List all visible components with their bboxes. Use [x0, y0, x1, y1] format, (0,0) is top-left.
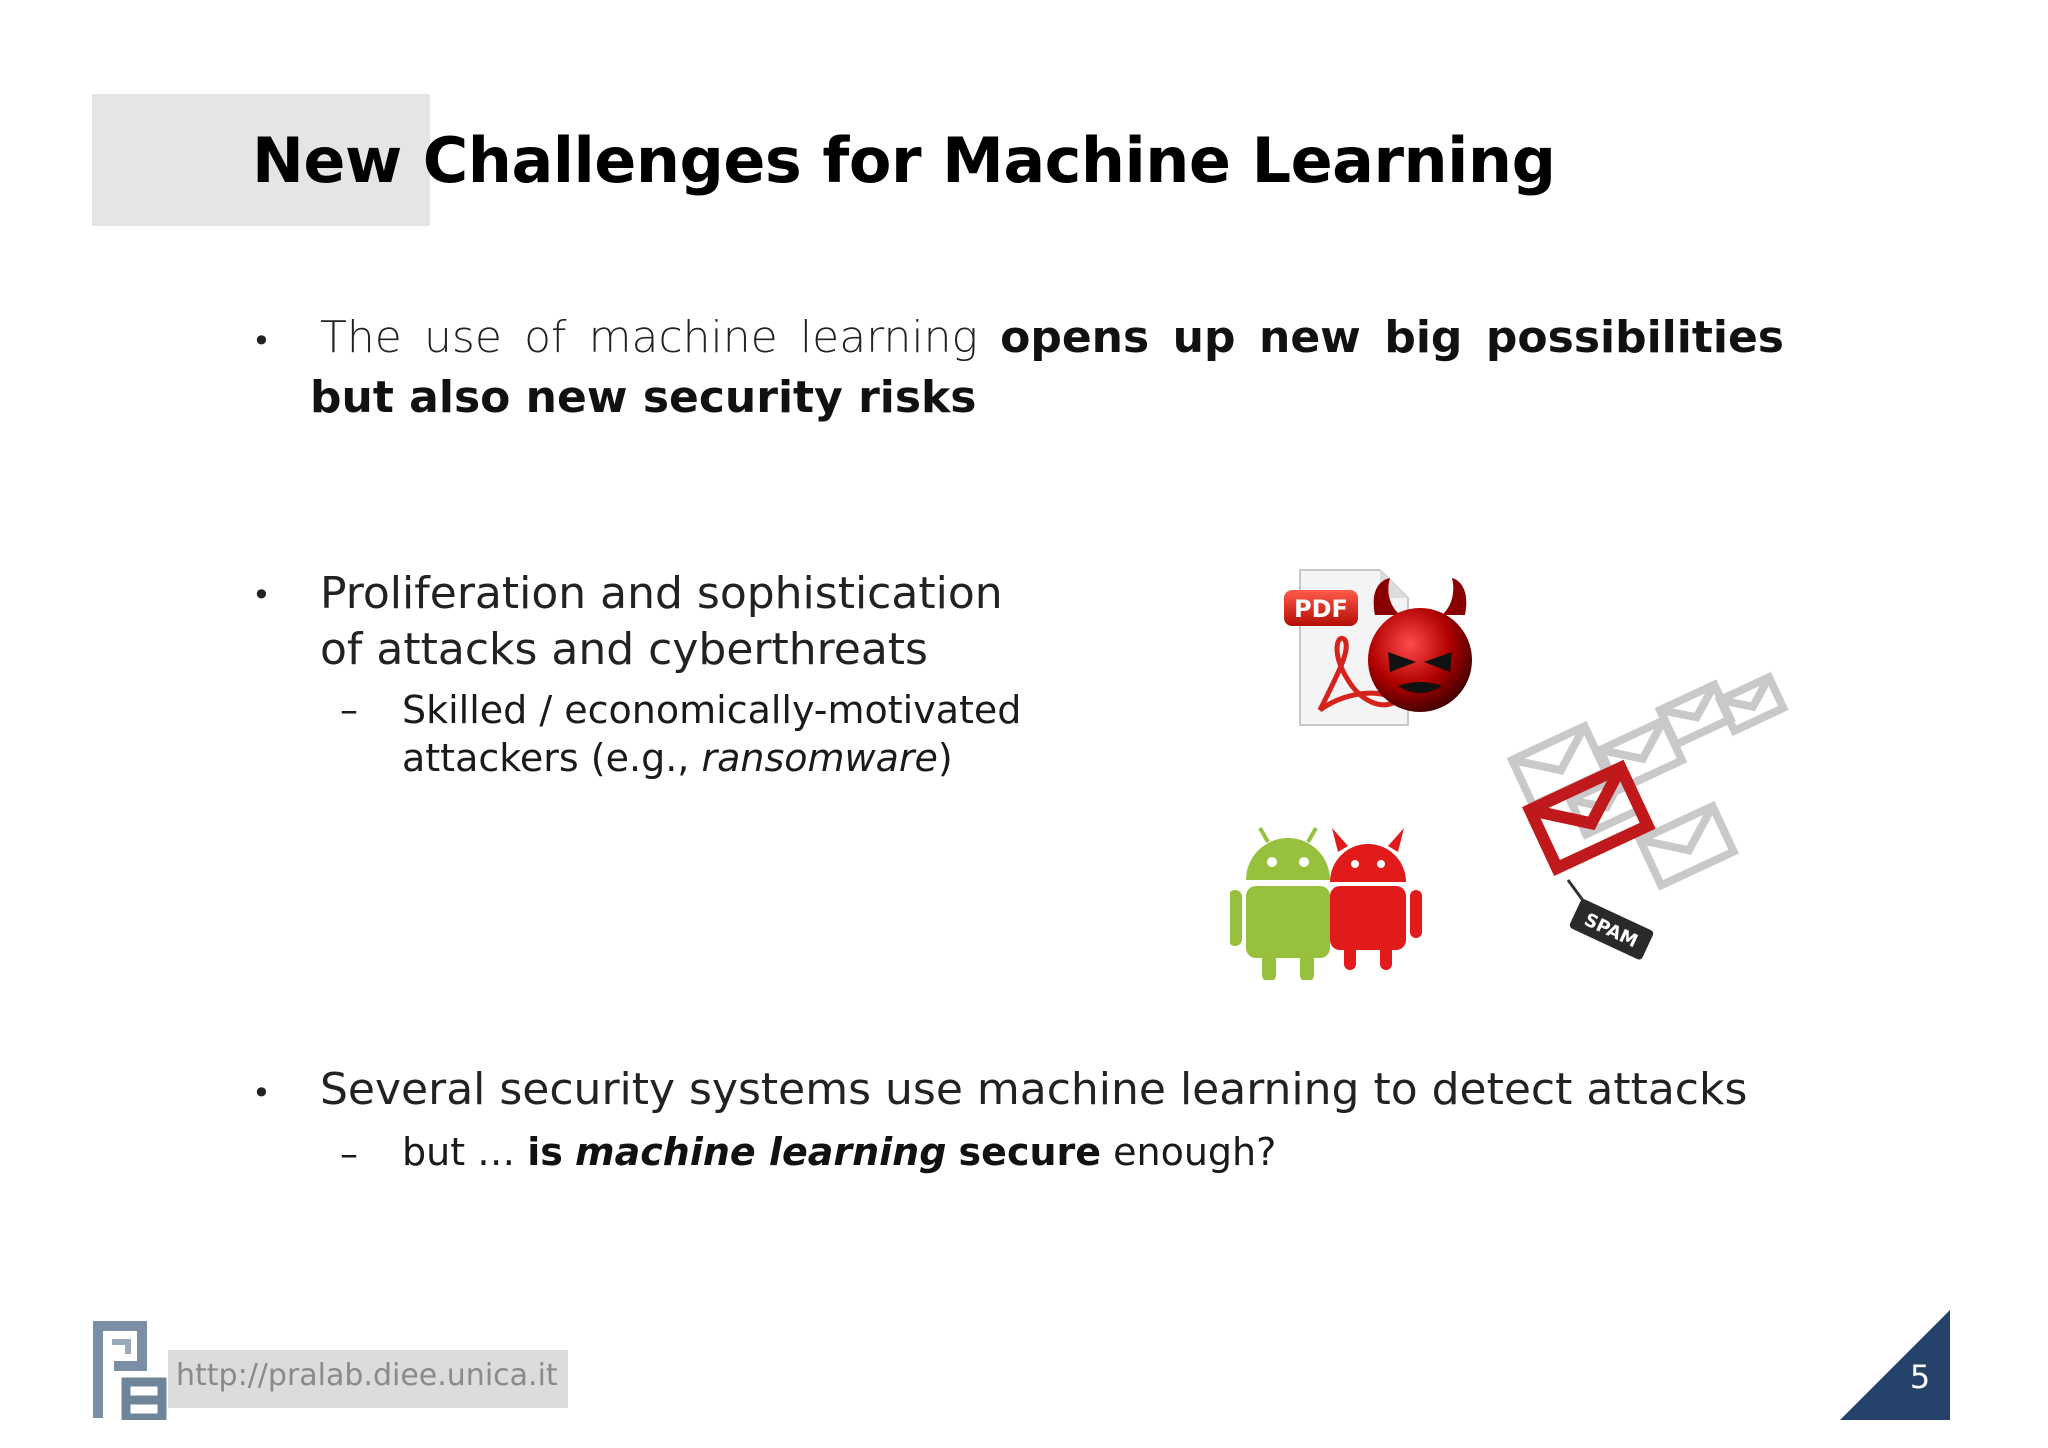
sub-line-close: ): [937, 736, 953, 780]
bullet-2-sub-line-2: attackers (e.g., ransomware): [402, 734, 1021, 782]
sub-line-text: attackers (e.g.,: [402, 736, 690, 780]
bullet-1-text: The use of machine learning: [320, 312, 978, 363]
ransomware-term: ransomware: [701, 736, 938, 780]
footer-url[interactable]: http://pralab.diee.unica.it: [176, 1358, 558, 1393]
bullet-1: The use of machine learning opens up new…: [310, 308, 1784, 428]
sub-text-bold: is: [527, 1130, 563, 1174]
bullet-2-line-1: Proliferation and sophistication: [320, 568, 1003, 619]
sub-text-pre: but …: [402, 1130, 516, 1174]
sub-text-bold-2: secure: [958, 1130, 1102, 1174]
spam-email-icon: SPAM: [1522, 759, 1656, 960]
pdf-label: PDF: [1294, 595, 1348, 623]
slide-title: New Challenges for Machine Learning: [252, 124, 1556, 197]
page-number-badge: [1840, 1310, 1950, 1420]
bullet-3-sub: but … is machine learning secure enough?: [402, 1128, 1276, 1176]
bullet-marker: •: [252, 576, 271, 614]
pralab-logo: [92, 1320, 168, 1420]
sub-text-post: enough?: [1113, 1130, 1277, 1174]
devil-icon: [1368, 578, 1472, 712]
bullet-2-sub: Skilled / economically-motivated attacke…: [402, 686, 1021, 782]
bullet-2-sub-line-1: Skilled / economically-motivated: [402, 688, 1022, 732]
sub-text-bold-italic: machine learning: [575, 1130, 947, 1174]
footer-url-box: [168, 1350, 568, 1408]
page-number: 5: [1909, 1358, 1931, 1396]
dash-marker: –: [340, 1134, 358, 1175]
threats-illustration: PDF: [1230, 569, 1789, 980]
bullet-2: Proliferation and sophistication of atta…: [320, 566, 1003, 678]
bullet-marker: •: [252, 322, 271, 360]
bullet-2-line-2: of attacks and cyberthreats: [320, 624, 928, 675]
dash-marker: –: [340, 690, 358, 731]
bullet-1-bold: opens up new big possibilities: [1000, 312, 1784, 363]
bullet-3: Several security systems use machine lea…: [320, 1064, 1748, 1115]
bullet-1-bold-2: but also new security risks: [310, 372, 977, 423]
evil-android-icon: [1330, 828, 1422, 970]
title-accent-box: [92, 94, 430, 226]
bullet-marker: •: [252, 1074, 271, 1112]
